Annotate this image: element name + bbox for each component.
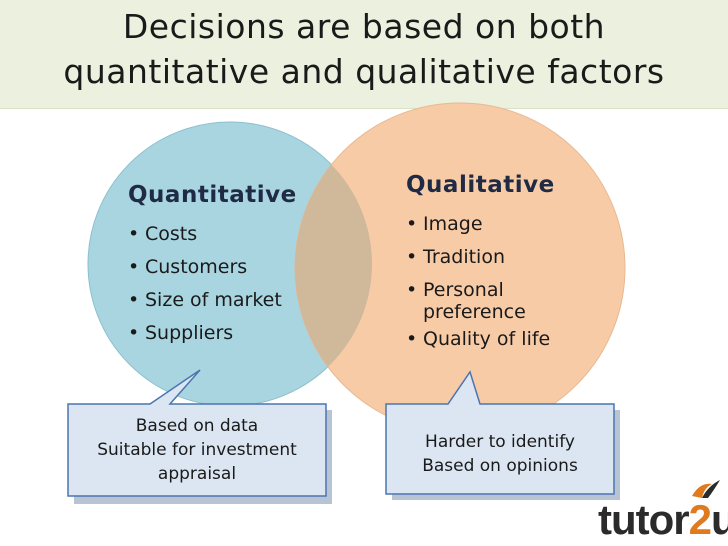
logo-bird-icon bbox=[692, 480, 720, 498]
quantitative-column: Quantitative Costs Customers Size of mar… bbox=[128, 182, 297, 350]
list-item: Image bbox=[406, 208, 555, 241]
right-callout-line-1: Harder to identify bbox=[425, 432, 575, 452]
slide-title: Decisions are based on both quantitative… bbox=[0, 4, 728, 94]
list-item: Tradition bbox=[406, 241, 555, 274]
list-item: Size of market bbox=[128, 284, 297, 317]
logo-text-main: tutor bbox=[598, 496, 690, 543]
list-item: Costs bbox=[128, 218, 297, 251]
list-item-text: Personal bbox=[423, 279, 504, 301]
list-item-continuation: preference bbox=[423, 301, 526, 323]
list-item: Quality of life bbox=[406, 323, 555, 356]
left-callout-text: Based on data Suitable for investment ap… bbox=[68, 414, 326, 486]
qualitative-heading: Qualitative bbox=[406, 172, 555, 198]
list-item: Suppliers bbox=[128, 317, 297, 350]
right-callout bbox=[385, 370, 615, 495]
quantitative-heading: Quantitative bbox=[128, 182, 297, 208]
right-callout-text: Harder to identify Based on opinions bbox=[386, 430, 614, 478]
tutor2u-logo: tutor2u bbox=[598, 496, 728, 544]
title-band bbox=[0, 0, 728, 109]
list-item: Customers bbox=[128, 251, 297, 284]
qualitative-column: Qualitative Image Tradition Personal pre… bbox=[406, 172, 555, 356]
qualitative-list: Image Tradition Personal preference Qual… bbox=[406, 208, 555, 356]
right-callout-line-2: Based on opinions bbox=[422, 456, 578, 476]
title-line-2: quantitative and qualitative factors bbox=[63, 52, 665, 91]
logo-text-number: 2 bbox=[688, 496, 712, 543]
title-line-1: Decisions are based on both bbox=[122, 7, 606, 46]
left-callout-line-3: appraisal bbox=[157, 464, 237, 484]
quantitative-list: Costs Customers Size of market Suppliers bbox=[128, 218, 297, 350]
list-item: Personal preference bbox=[406, 274, 555, 323]
left-callout bbox=[67, 369, 327, 497]
left-callout-line-1: Based on data bbox=[135, 416, 259, 436]
left-callout-line-2: Suitable for investment bbox=[97, 440, 297, 460]
logo-text-u: u bbox=[711, 496, 728, 543]
